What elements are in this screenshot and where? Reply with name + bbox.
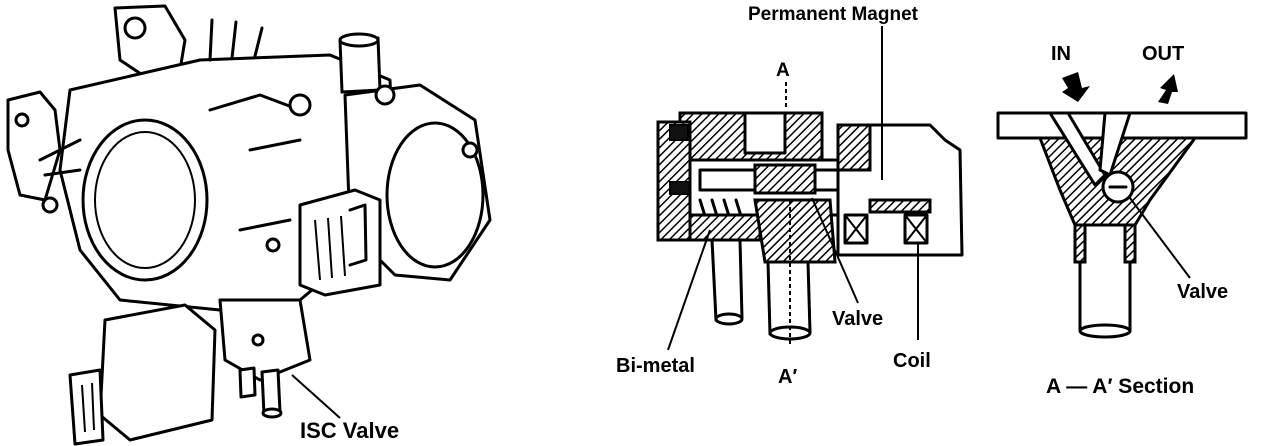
isc-valve-leader-line [291, 374, 341, 419]
in-arrow [1062, 72, 1090, 102]
bi-metal-leader-line [667, 229, 711, 351]
in-label: IN [1051, 43, 1071, 65]
valve-right-label: Valve [1177, 281, 1228, 303]
out-label: OUT [1142, 43, 1184, 65]
throttle-body-illustration [6, 4, 492, 446]
permanent-magnet-label: Permanent Magnet [748, 4, 919, 25]
a-a-prime-section-view [996, 111, 1248, 339]
isc-valve-cross-section [656, 111, 964, 341]
bi-metal-label: Bi-metal [616, 355, 695, 377]
coil-label: Coil [893, 350, 931, 372]
section-caption: A — A′ Section [1046, 375, 1194, 398]
valve-mid-label: Valve [832, 308, 883, 330]
section-line-a-a-prime [785, 82, 791, 345]
valve-mid-leader-line [811, 197, 859, 304]
section-a-prime-bottom-label: A′ [778, 366, 797, 388]
valve-right-leader-line [1129, 197, 1191, 279]
section-a-top-label: A [776, 60, 790, 81]
out-arrow [1158, 74, 1178, 104]
isc-valve-label: ISC Valve [300, 418, 399, 443]
